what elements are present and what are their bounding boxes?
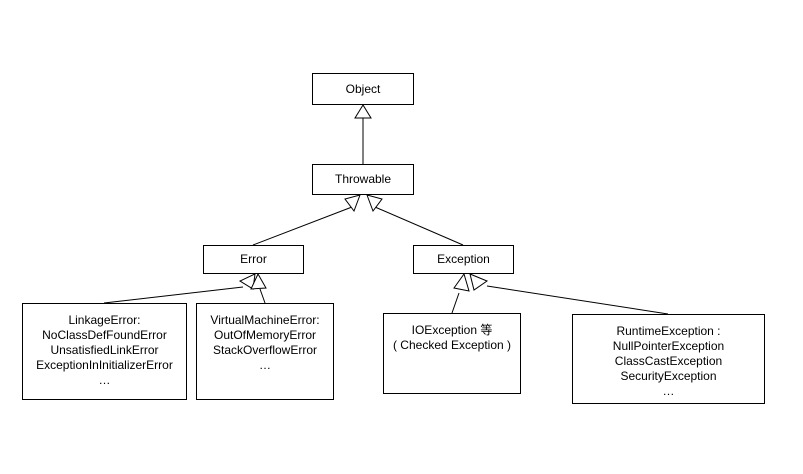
class-node-object-label: Object xyxy=(345,81,381,96)
class-node-throwable-label: Throwable xyxy=(334,172,392,186)
class-node-exception-label: Exception xyxy=(437,252,490,266)
edge-runtimeexception-exception xyxy=(469,273,669,315)
edge-linkageerror-error xyxy=(103,273,256,304)
class-node-io-exception[interactable]: IOException 等 ( Checked Exception ) xyxy=(383,313,521,394)
class-node-object[interactable]: Object xyxy=(312,73,414,105)
class-node-error[interactable]: Error xyxy=(203,245,304,274)
edge-ioexception-exception xyxy=(451,272,470,314)
edge-throwable-object xyxy=(354,104,372,164)
class-node-linkage-error-label: LinkageError: NoClassDefFoundError Unsat… xyxy=(36,313,173,387)
class-node-runtime-exception-label: RuntimeException : NullPointerException … xyxy=(612,324,725,398)
class-node-io-exception-label: IOException 等 ( Checked Exception ) xyxy=(392,323,512,352)
edge-exception-throwable xyxy=(366,194,464,246)
class-node-error-label: Error xyxy=(240,252,267,266)
class-node-virtual-machine-error-label: VirtualMachineError: OutOfMemoryError St… xyxy=(210,313,320,372)
class-node-exception[interactable]: Exception xyxy=(413,245,514,274)
class-node-virtual-machine-error[interactable]: VirtualMachineError: OutOfMemoryError St… xyxy=(196,303,334,400)
class-node-throwable[interactable]: Throwable xyxy=(312,164,414,195)
class-node-runtime-exception[interactable]: RuntimeException : NullPointerException … xyxy=(572,314,765,404)
edge-error-throwable xyxy=(252,194,361,246)
edge-vmerror-error xyxy=(250,272,267,304)
class-node-linkage-error[interactable]: LinkageError: NoClassDefFoundError Unsat… xyxy=(22,303,187,400)
